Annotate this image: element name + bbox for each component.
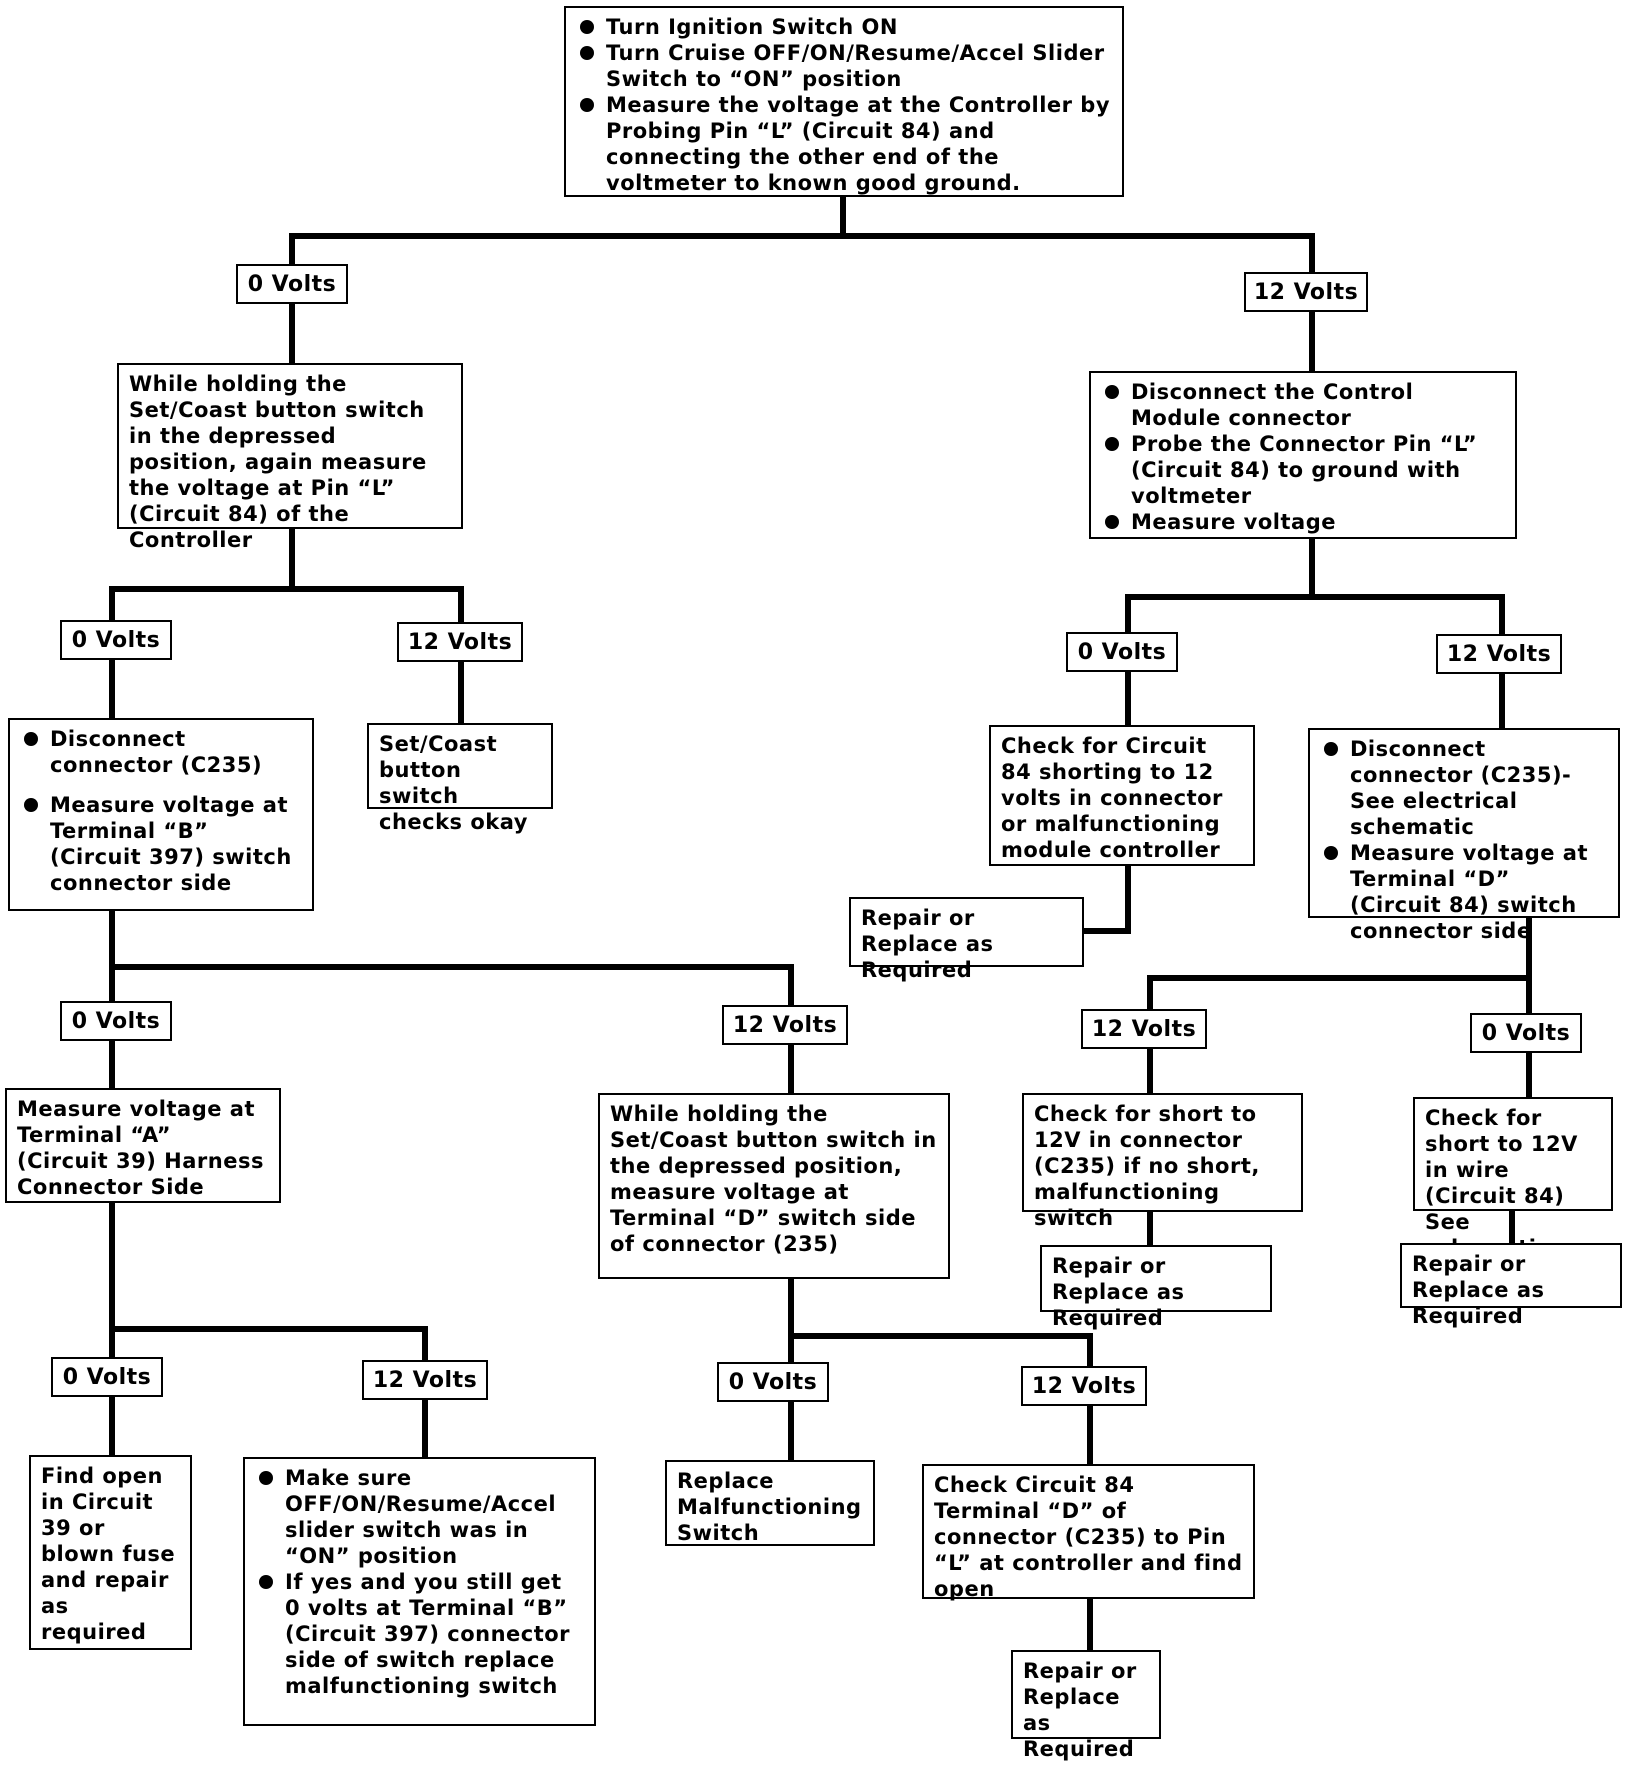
bullet-icon <box>259 1575 273 1589</box>
result-0-volts: 0 Volts <box>60 1001 172 1041</box>
result-12-volts: 12 Volts <box>362 1360 488 1400</box>
step-check-circuit-84-terminal-d: Check Circuit 84 Terminal “D” of connect… <box>922 1464 1255 1601</box>
bullet-item: Disconnect connector (C235) <box>20 726 302 778</box>
bullet-icon <box>1105 437 1119 451</box>
bullet-item: Disconnect connector (C235)-See electric… <box>1320 736 1608 840</box>
step-check-short-wire: Check for short to 12V in wire (Circuit … <box>1413 1097 1613 1260</box>
step-check-short-connector: Check for short to 12V in connector (C23… <box>1022 1093 1303 1230</box>
result-0-volts: 0 Volts <box>1470 1013 1582 1053</box>
result-0-volts: 0 Volts <box>236 264 348 304</box>
bullet-icon <box>259 1471 273 1485</box>
step-hold-set-coast-pin-l: While holding the Set/Coast button switc… <box>117 363 463 552</box>
result-0-volts: 0 Volts <box>717 1362 829 1402</box>
bullet-icon <box>580 98 594 112</box>
bullet-icon <box>24 732 38 746</box>
bullet-icon <box>1105 385 1119 399</box>
step-check-circuit-84-short-module: Check for Circuit 84 shorting to 12 volt… <box>989 725 1255 866</box>
result-0-volts: 0 Volts <box>51 1357 163 1397</box>
result-12-volts: 12 Volts <box>1244 272 1368 312</box>
result-0-volts: 0 Volts <box>1066 632 1178 672</box>
bullet-icon <box>580 20 594 34</box>
step-disconnect-c235-terminal-b: Disconnect connector (C235) Measure volta… <box>8 718 314 911</box>
result-12-volts: 12 Volts <box>1021 1366 1147 1406</box>
bullet-item: Measure the voltage at the Controller by… <box>576 92 1112 196</box>
step-measure-terminal-a: Measure voltage at Terminal “A” (Circuit… <box>5 1088 281 1203</box>
bullet-item: Measure voltage at Terminal “B” (Circuit… <box>20 792 302 896</box>
result-12-volts: 12 Volts <box>1081 1009 1207 1049</box>
bullet-icon <box>1324 846 1338 860</box>
step-repair-or-replace: Repair or Replace as Required <box>849 897 1084 982</box>
bullet-item: Measure voltage <box>1101 509 1505 535</box>
bullet-icon <box>1105 515 1119 529</box>
bullet-item: Turn Ignition Switch ON <box>576 14 1112 40</box>
step-find-open-circuit-39: Find open in Circuit 39 or blown fuse an… <box>29 1455 192 1650</box>
step-repair-or-replace: Repair or Replace as Required <box>1040 1245 1272 1330</box>
step-replace-malfunctioning-switch: Replace Malfunctioning Switch <box>665 1460 875 1546</box>
step-repair-or-replace: Repair or Replace as Required <box>1400 1243 1622 1328</box>
bullet-item: Probe the Connector Pin “L” (Circuit 84)… <box>1101 431 1505 509</box>
bullet-icon <box>24 798 38 812</box>
bullet-item: Turn Cruise OFF/ON/Resume/Accel Slider S… <box>576 40 1112 92</box>
bullet-icon <box>580 46 594 60</box>
step-make-sure-switch-on: Make sure OFF/ON/Resume/Accel slider swi… <box>243 1457 596 1726</box>
bullet-icon <box>1324 742 1338 756</box>
step-disconnect-c235-terminal-d: Disconnect connector (C235)-See electric… <box>1308 728 1620 943</box>
step-hold-set-coast-terminal-d: While holding the Set/Coast button switc… <box>598 1093 950 1279</box>
step-repair-or-replace: Repair or Replace as Required <box>1011 1650 1161 1761</box>
bullet-item: If yes and you still get 0 volts at Term… <box>255 1569 584 1699</box>
bullet-item: Make sure OFF/ON/Resume/Accel slider swi… <box>255 1465 584 1569</box>
result-12-volts: 12 Volts <box>722 1005 848 1045</box>
result-12-volts: 12 Volts <box>1436 634 1562 674</box>
bullet-item: Measure voltage at Terminal “D” (Circuit… <box>1320 840 1608 944</box>
result-12-volts: 12 Volts <box>397 622 523 662</box>
result-set-coast-ok: Set/Coast button switch checks okay <box>367 723 553 834</box>
result-0-volts: 0 Volts <box>60 620 172 660</box>
bullet-item: Disconnect the Control Module connector <box>1101 379 1505 431</box>
